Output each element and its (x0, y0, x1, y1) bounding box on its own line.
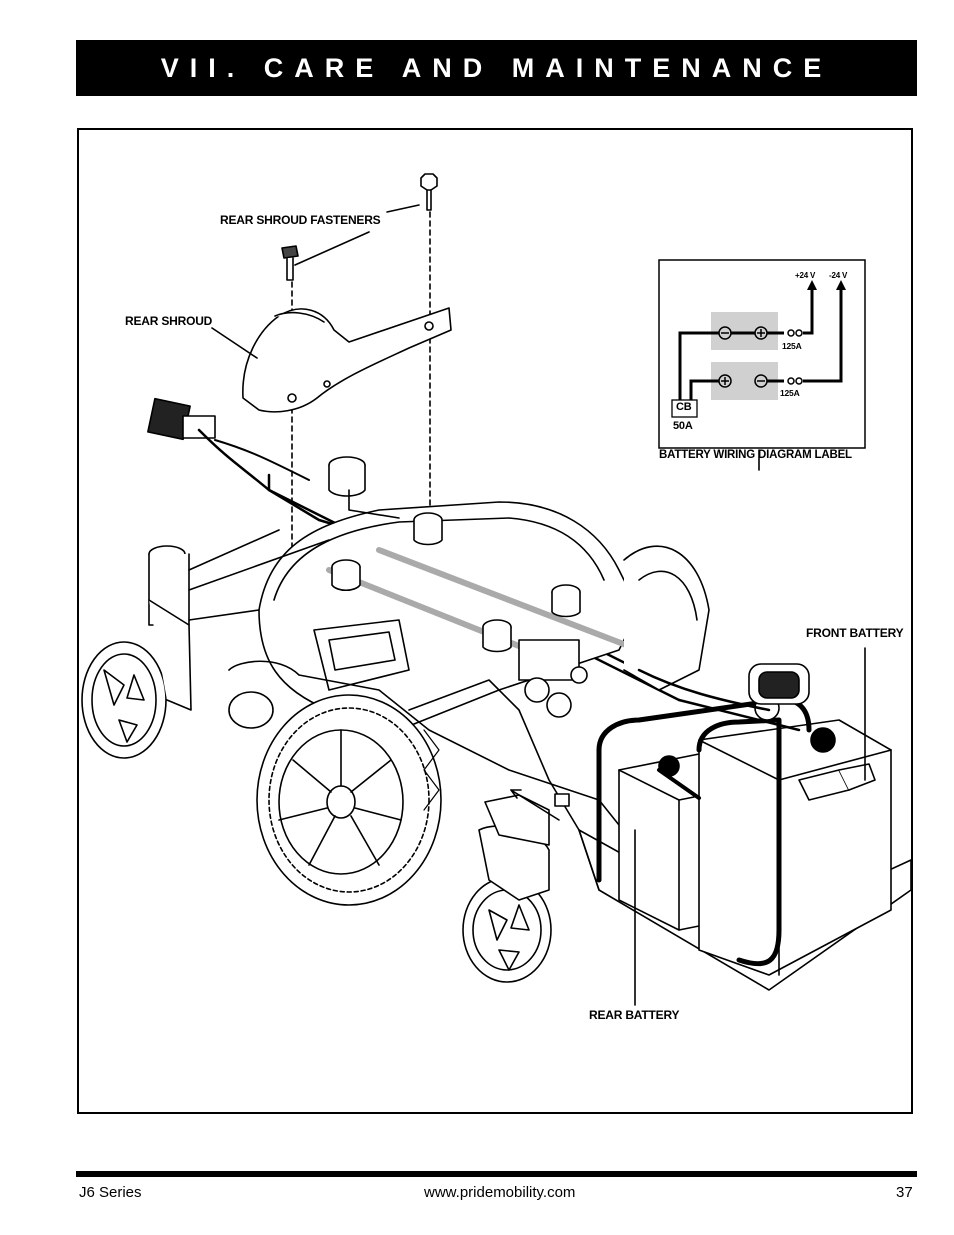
section-header: VII. CARE AND MAINTENANCE (76, 40, 917, 96)
label-plus-24v: +24 V (795, 271, 816, 280)
footer-rule (76, 1171, 917, 1177)
label-cb: CB (676, 401, 692, 413)
section-title: VII. CARE AND MAINTENANCE (160, 52, 833, 83)
rear-shroud (242, 307, 452, 413)
posts (148, 456, 581, 653)
label-rear-shroud: REAR SHROUD (125, 314, 213, 328)
drive-wheel-right (623, 545, 710, 691)
fastener-left (281, 245, 299, 281)
footer-series: J6 Series (79, 1184, 142, 1201)
label-rear-battery: REAR BATTERY (589, 1008, 680, 1022)
label-fuse-top: 125A (782, 341, 802, 351)
caster-left-front (81, 599, 192, 759)
label-cb-rating: 50A (673, 420, 693, 432)
page-number: 37 (896, 1184, 913, 1201)
front-battery-box (698, 719, 892, 976)
figure-frame: REAR SHROUD FASTENERS REAR SHROUD BATTER… (77, 128, 913, 1114)
label-fuse-bottom: 125A (780, 388, 800, 398)
label-front-battery: FRONT BATTERY (806, 626, 904, 640)
footer-website: www.pridemobility.com (424, 1184, 576, 1201)
fastener-right (420, 173, 438, 211)
connector (147, 397, 216, 441)
caster-right-front (462, 794, 552, 983)
wiring-diagram-panel (658, 259, 866, 449)
drive-wheel-left (256, 694, 442, 906)
label-battery-wiring-diagram: BATTERY WIRING DIAGRAM LABEL (659, 449, 852, 461)
label-minus-24v: -24 V (829, 271, 848, 280)
battery-illustration (81, 173, 912, 1006)
label-rear-shroud-fasteners: REAR SHROUD FASTENERS (220, 213, 381, 227)
